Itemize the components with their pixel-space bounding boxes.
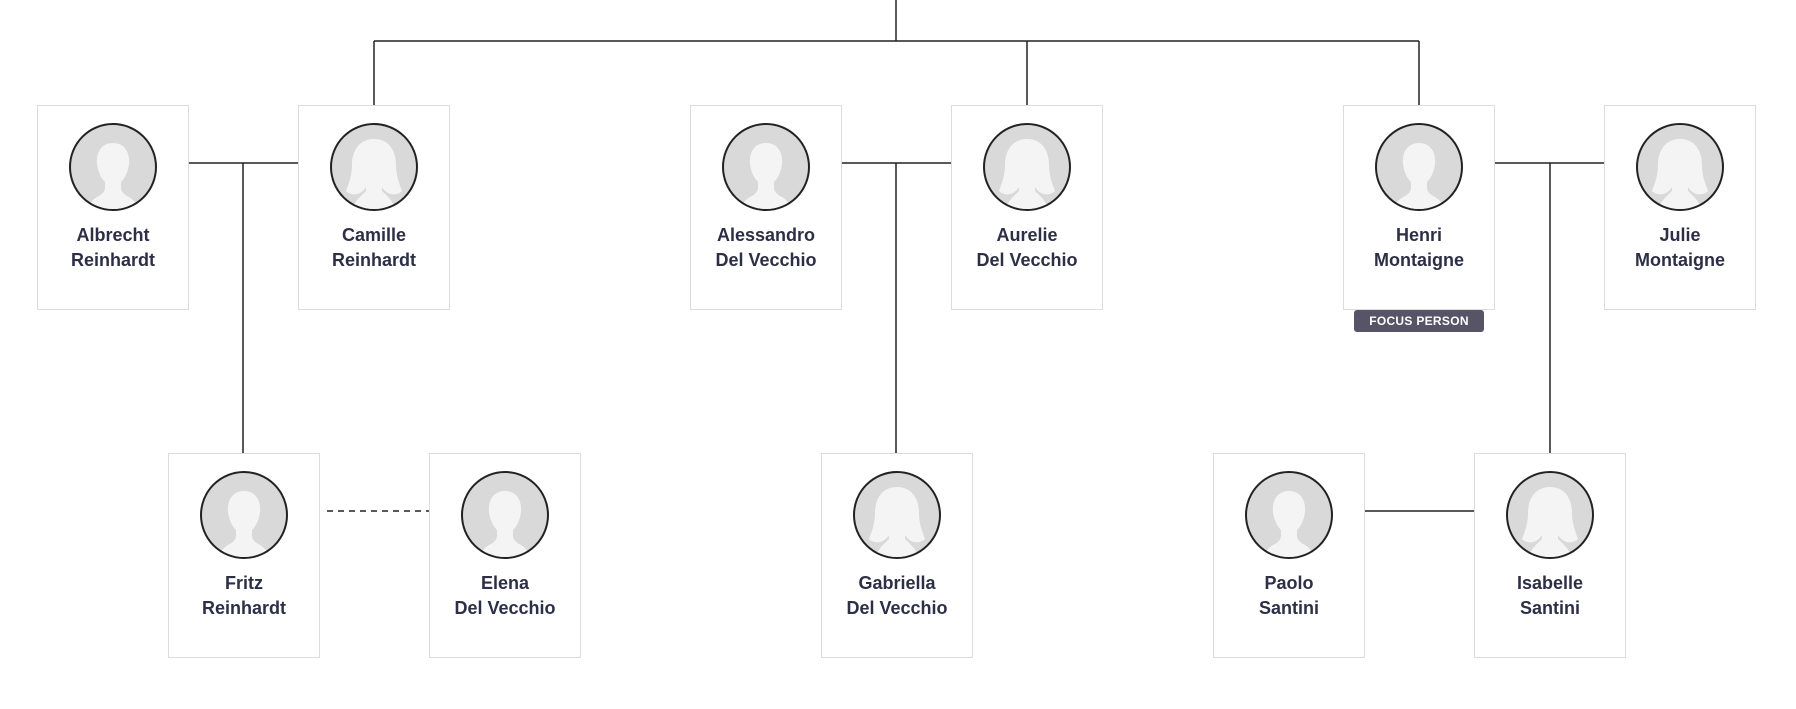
first-name: Camille xyxy=(341,225,407,245)
first-name: Elena xyxy=(480,573,530,593)
person-name: Isabelle Santini xyxy=(1475,571,1625,621)
focus-person-badge: FOCUS PERSON xyxy=(1354,310,1484,332)
person-name: Elena Del Vecchio xyxy=(430,571,580,621)
person-name: Aurelie Del Vecchio xyxy=(952,223,1102,273)
first-name: Aurelie xyxy=(996,225,1058,245)
person-name: Henri Montaigne xyxy=(1344,223,1494,273)
last-name: Montaigne xyxy=(1374,250,1464,270)
female-silhouette-icon xyxy=(983,123,1071,211)
female-silhouette-icon xyxy=(853,471,941,559)
person-name: Camille Reinhardt xyxy=(299,223,449,273)
person-name: Paolo Santini xyxy=(1214,571,1364,621)
person-card-fritz[interactable]: Fritz Reinhardt xyxy=(168,453,320,658)
person-card-aurelie[interactable]: Aurelie Del Vecchio xyxy=(951,105,1103,310)
last-name: Del Vecchio xyxy=(715,250,817,270)
person-card-julie[interactable]: Julie Montaigne xyxy=(1604,105,1756,310)
person-name: Alessandro Del Vecchio xyxy=(691,223,841,273)
person-name: Julie Montaigne xyxy=(1605,223,1755,273)
male-silhouette-icon xyxy=(1245,471,1333,559)
person-name: Gabriella Del Vecchio xyxy=(822,571,972,621)
person-name: Albrecht Reinhardt xyxy=(38,223,188,273)
first-name: Alessandro xyxy=(716,225,816,245)
female-silhouette-icon xyxy=(330,123,418,211)
first-name: Gabriella xyxy=(858,573,936,593)
person-card-albrecht[interactable]: Albrecht Reinhardt xyxy=(37,105,189,310)
first-name: Julie xyxy=(1659,225,1701,245)
last-name: Santini xyxy=(1258,598,1319,618)
first-name: Paolo xyxy=(1264,573,1314,593)
last-name: Santini xyxy=(1519,598,1580,618)
male-silhouette-icon xyxy=(722,123,810,211)
last-name: Del Vecchio xyxy=(454,598,556,618)
person-card-paolo[interactable]: Paolo Santini xyxy=(1213,453,1365,658)
first-name: Albrecht xyxy=(76,225,150,245)
first-name: Henri xyxy=(1395,225,1442,245)
last-name: Reinhardt xyxy=(201,598,286,618)
male-silhouette-icon xyxy=(69,123,157,211)
last-name: Del Vecchio xyxy=(846,598,948,618)
person-card-alessandro[interactable]: Alessandro Del Vecchio xyxy=(690,105,842,310)
first-name: Fritz xyxy=(225,573,263,593)
male-silhouette-icon xyxy=(461,471,549,559)
person-name: Fritz Reinhardt xyxy=(169,571,319,621)
last-name: Reinhardt xyxy=(331,250,416,270)
male-silhouette-icon xyxy=(1375,123,1463,211)
last-name: Montaigne xyxy=(1635,250,1725,270)
person-card-gabriella[interactable]: Gabriella Del Vecchio xyxy=(821,453,973,658)
female-silhouette-icon xyxy=(1506,471,1594,559)
person-card-elena[interactable]: Elena Del Vecchio xyxy=(429,453,581,658)
last-name: Del Vecchio xyxy=(976,250,1078,270)
person-card-henri[interactable]: Henri Montaigne xyxy=(1343,105,1495,310)
person-card-camille[interactable]: Camille Reinhardt xyxy=(298,105,450,310)
last-name: Reinhardt xyxy=(70,250,155,270)
first-name: Isabelle xyxy=(1516,573,1584,593)
female-silhouette-icon xyxy=(1636,123,1724,211)
male-silhouette-icon xyxy=(200,471,288,559)
person-card-isabelle[interactable]: Isabelle Santini xyxy=(1474,453,1626,658)
